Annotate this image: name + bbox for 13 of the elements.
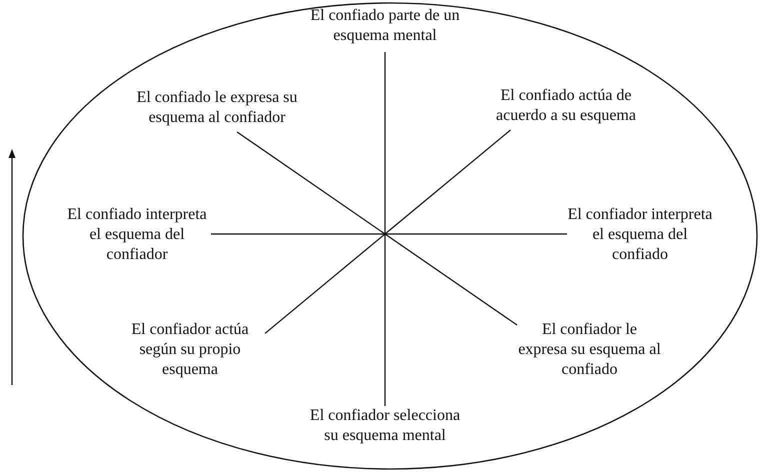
connector-line [384,52,386,406]
stage-label: El confiado parte de un esquema mental [290,6,480,52]
stage-label: El confiador interpreta el esquema del confiado [567,205,713,269]
stage-label: El confiado interpreta el esquema del confiador [63,205,211,269]
stage-label: El confiado le expresa su esquema al confiador [130,88,304,132]
ellipse-outline [22,2,758,470]
stage-label: El confiador actúa según su propio esquema [115,320,265,384]
stage-label: El confiado actúa de acuerdo a su esquema [478,86,654,130]
connector-line [236,132,518,326]
stage-label: El confiador le expresa su esquema al confiado [517,320,662,384]
connector-line [264,130,511,334]
stage-label: El confiador selecciona su esquema mental [305,406,465,452]
connector-line [211,233,567,235]
